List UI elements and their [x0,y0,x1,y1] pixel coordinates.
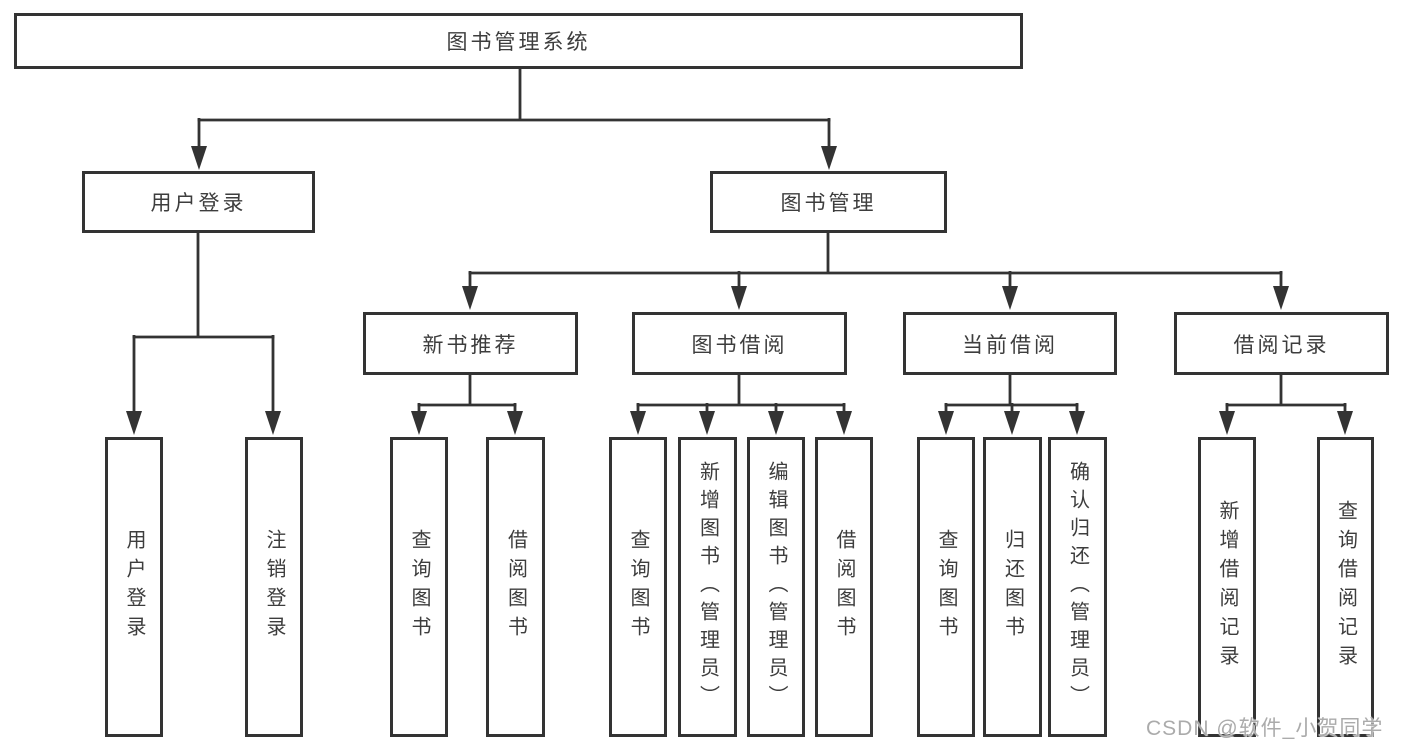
leaf-records-add-record-label: 新增借阅记录 [1216,500,1238,674]
leaf-recommend-borrow-books: 借阅图书 [486,437,545,737]
leaf-records-query-record: 查询借阅记录 [1317,437,1374,737]
leaf-recommend-query-books-label: 查询图书 [408,529,430,645]
leaf-recommend-borrow-books-label: 借阅图书 [504,529,527,645]
leaf-current-confirm-return-admin: 确认归还（管理员） [1048,437,1107,737]
node-borrowing-records-label: 借阅记录 [1233,333,1330,357]
leaf-borrow-borrow-books-label: 借阅图书 [833,529,855,645]
node-root-label: 图书管理系统 [446,31,591,54]
leaf-borrow-edit-books-admin: 编辑图书（管理员） [747,437,805,737]
watermark: CSDN @软件_小贺同学 [1146,717,1384,740]
leaf-borrow-add-books-admin-label: 新增图书（管理员） [696,461,719,713]
leaf-records-add-record: 新增借阅记录 [1198,437,1256,737]
node-new-book-recommendation-label: 新书推荐 [422,333,519,357]
leaf-current-query-books-label: 查询图书 [935,529,957,645]
leaf-user-login: 用户登录 [105,437,163,737]
leaf-borrow-borrow-books: 借阅图书 [815,437,873,737]
node-user-login-label: 用户登录 [150,192,247,215]
leaf-borrow-query-books-label: 查询图书 [627,529,649,645]
node-new-book-recommendation: 新书推荐 [363,312,578,375]
leaf-user-login-label: 用户登录 [123,529,145,645]
leaf-current-query-books: 查询图书 [917,437,975,737]
node-book-borrowing: 图书借阅 [632,312,847,375]
leaf-current-return-books: 归还图书 [983,437,1042,737]
leaf-borrow-edit-books-admin-label: 编辑图书（管理员） [765,461,787,713]
leaf-recommend-query-books: 查询图书 [390,437,448,737]
node-user-login: 用户登录 [82,171,315,233]
node-book-borrowing-label: 图书借阅 [691,333,788,357]
node-root: 图书管理系统 [14,13,1023,69]
node-book-management: 图书管理 [710,171,947,233]
leaf-borrow-add-books-admin: 新增图书（管理员） [678,437,737,737]
node-current-borrowing: 当前借阅 [903,312,1117,375]
node-borrowing-records: 借阅记录 [1174,312,1389,375]
leaf-current-confirm-return-admin-label: 确认归还（管理员） [1066,461,1089,713]
leaf-records-query-record-label: 查询借阅记录 [1334,500,1357,674]
node-current-borrowing-label: 当前借阅 [962,333,1058,357]
leaf-logout: 注销登录 [245,437,303,737]
leaf-borrow-query-books: 查询图书 [609,437,667,737]
node-book-management-label: 图书管理 [780,192,877,215]
leaf-current-return-books-label: 归还图书 [1001,529,1024,645]
leaf-logout-label: 注销登录 [263,529,285,645]
